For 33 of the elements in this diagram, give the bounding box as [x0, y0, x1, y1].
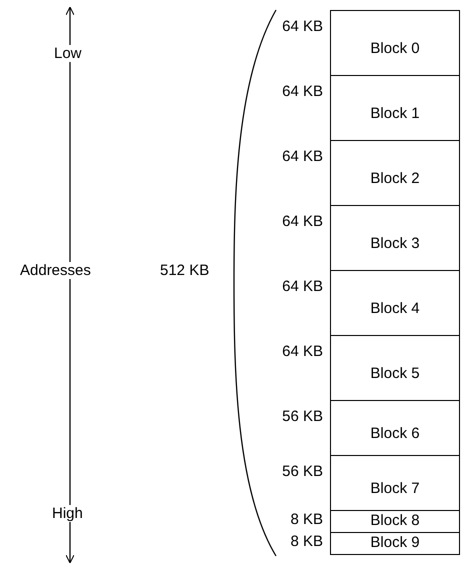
- block-label: Block 9: [369, 534, 421, 550]
- size-label: 56 KB: [282, 408, 323, 425]
- block-label: Block 7: [369, 480, 421, 497]
- block-label: Block 5: [369, 365, 421, 382]
- memory-block: [330, 510, 460, 534]
- block-label: Block 6: [369, 425, 421, 442]
- size-label: 64 KB: [282, 83, 323, 100]
- size-label: 8 KB: [290, 511, 323, 528]
- size-label: 56 KB: [282, 463, 323, 480]
- size-label: 64 KB: [282, 213, 323, 230]
- memory-block: [330, 10, 460, 76]
- memory-block: [330, 455, 460, 511]
- end-label: Low: [52, 45, 84, 62]
- memory-block: [330, 400, 460, 456]
- block-label: Block 2: [369, 170, 421, 187]
- block-label: Block 1: [369, 105, 421, 122]
- block-label: Block 0: [369, 40, 421, 57]
- block-label: Block 3: [369, 235, 421, 252]
- size-label: 64 KB: [282, 343, 323, 360]
- block-label: Block 8: [369, 512, 421, 529]
- size-label: 64 KB: [282, 18, 323, 35]
- memory-block: [330, 205, 460, 271]
- size-label: 64 KB: [282, 148, 323, 165]
- memory-block: [330, 532, 460, 555]
- memory-block: [330, 335, 460, 401]
- block-label: Block 4: [369, 300, 421, 317]
- memory-block: [330, 140, 460, 206]
- axis-label: Addresses: [18, 262, 93, 279]
- size-label: 8 KB: [290, 533, 323, 550]
- memory-block: [330, 270, 460, 336]
- size-label: 64 KB: [282, 278, 323, 295]
- end-label: High: [50, 505, 85, 522]
- memory-block: [330, 75, 460, 141]
